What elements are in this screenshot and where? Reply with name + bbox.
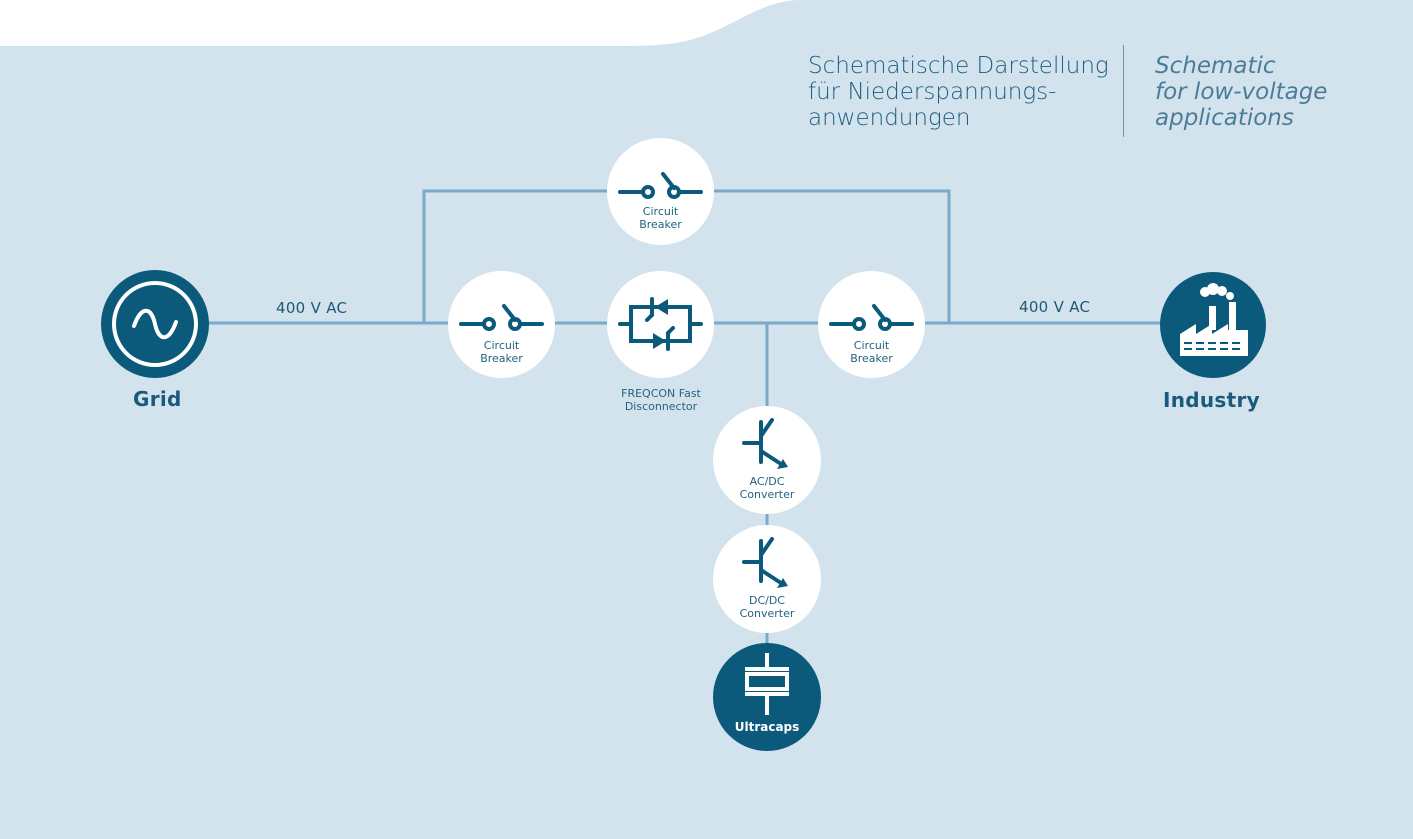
title-german: Schematische Darstellung für Niederspann… [808, 53, 1118, 131]
title-english-line: for low-voltage [1155, 79, 1328, 105]
header-wave-band [0, 0, 800, 46]
dcdc-converter-label: DC/DC Converter [713, 594, 821, 620]
switch-icon [618, 172, 703, 199]
acdc-converter: AC/DC Converter [713, 406, 821, 514]
switch-icon [829, 304, 914, 331]
voltage-label-right: 400 V AC [1019, 298, 1091, 316]
fast-disconnector [607, 271, 714, 378]
capacitor-icon [745, 653, 789, 715]
voltage-label-left: 400 V AC [276, 299, 348, 317]
ultracaps-label: Ultracaps [734, 720, 800, 734]
circuit-breaker-top: Circuit Breaker [607, 138, 714, 245]
title-divider [1123, 45, 1124, 137]
breaker-label: Circuit Breaker [607, 205, 714, 231]
title-english: Schematic for low-voltage applications [1155, 53, 1395, 131]
circuit-breaker-left: Circuit Breaker [448, 271, 555, 378]
acdc-converter-label-line: Converter [739, 488, 795, 501]
title-german-line: Schematische Darstellung [808, 53, 1109, 79]
title-german-line: für Niederspannungs- [808, 79, 1057, 105]
acdc-converter-label-line: AC/DC [749, 475, 785, 488]
breaker-label-line: Circuit [853, 339, 890, 352]
title-german-line: anwendungen [808, 105, 971, 131]
breaker-label: Circuit Breaker [818, 339, 925, 365]
title-english-line: Schematic [1155, 53, 1276, 79]
factory-icon [1180, 283, 1248, 356]
ac-source-icon [112, 281, 198, 367]
industry-label: Industry [1163, 388, 1260, 412]
breaker-label-line: Breaker [639, 218, 682, 231]
thyristor-icon [618, 297, 703, 351]
fast-disconnector-label: FREQCON Fast Disconnector [580, 387, 742, 413]
grid-label: Grid [133, 387, 182, 411]
fast-disconnector-label-line: FREQCON Fast [621, 387, 701, 400]
fast-disconnector-label-line: Disconnector [624, 400, 698, 413]
switch-icon [459, 304, 544, 331]
breaker-label: Circuit Breaker [448, 339, 555, 365]
ultracaps-node: Ultracaps [713, 643, 821, 751]
breaker-label-line: Breaker [480, 352, 523, 365]
circuit-breaker-right: Circuit Breaker [818, 271, 925, 378]
dcdc-converter: DC/DC Converter [713, 525, 821, 633]
acdc-converter-label: AC/DC Converter [713, 475, 821, 501]
transistor-icon [742, 418, 788, 469]
breaker-label-line: Circuit [483, 339, 520, 352]
industry-node [1160, 272, 1266, 378]
grid-node [101, 270, 209, 378]
transistor-icon [742, 537, 788, 588]
breaker-label-line: Breaker [850, 352, 893, 365]
title-english-line: applications [1155, 105, 1294, 131]
dcdc-converter-label-line: DC/DC [748, 594, 785, 607]
dcdc-converter-label-line: Converter [739, 607, 795, 620]
breaker-label-line: Circuit [642, 205, 679, 218]
